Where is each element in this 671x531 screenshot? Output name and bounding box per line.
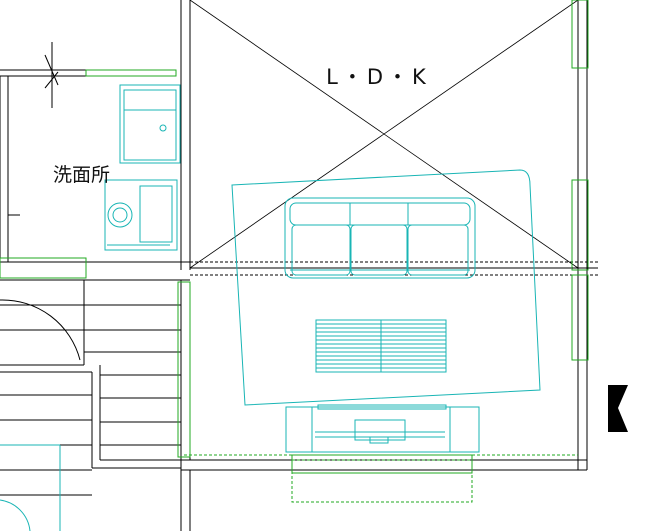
lower-left-fixture	[0, 444, 61, 531]
ldk-ceiling-x	[189, 0, 579, 269]
coffee-table	[315, 319, 447, 373]
walls	[0, 0, 598, 531]
rug	[231, 169, 541, 406]
windows	[0, 0, 589, 503]
washroom-label: 洗面所	[53, 164, 110, 186]
washroom-fixtures	[104, 84, 181, 251]
sofa	[284, 197, 476, 279]
stairs	[0, 304, 181, 496]
door-swing-arc	[0, 299, 81, 361]
ldk-label: L・D・K	[326, 65, 430, 89]
section-marker-icon	[608, 385, 628, 432]
section-arrow-icon	[44, 42, 59, 108]
tv-stand	[285, 404, 480, 453]
